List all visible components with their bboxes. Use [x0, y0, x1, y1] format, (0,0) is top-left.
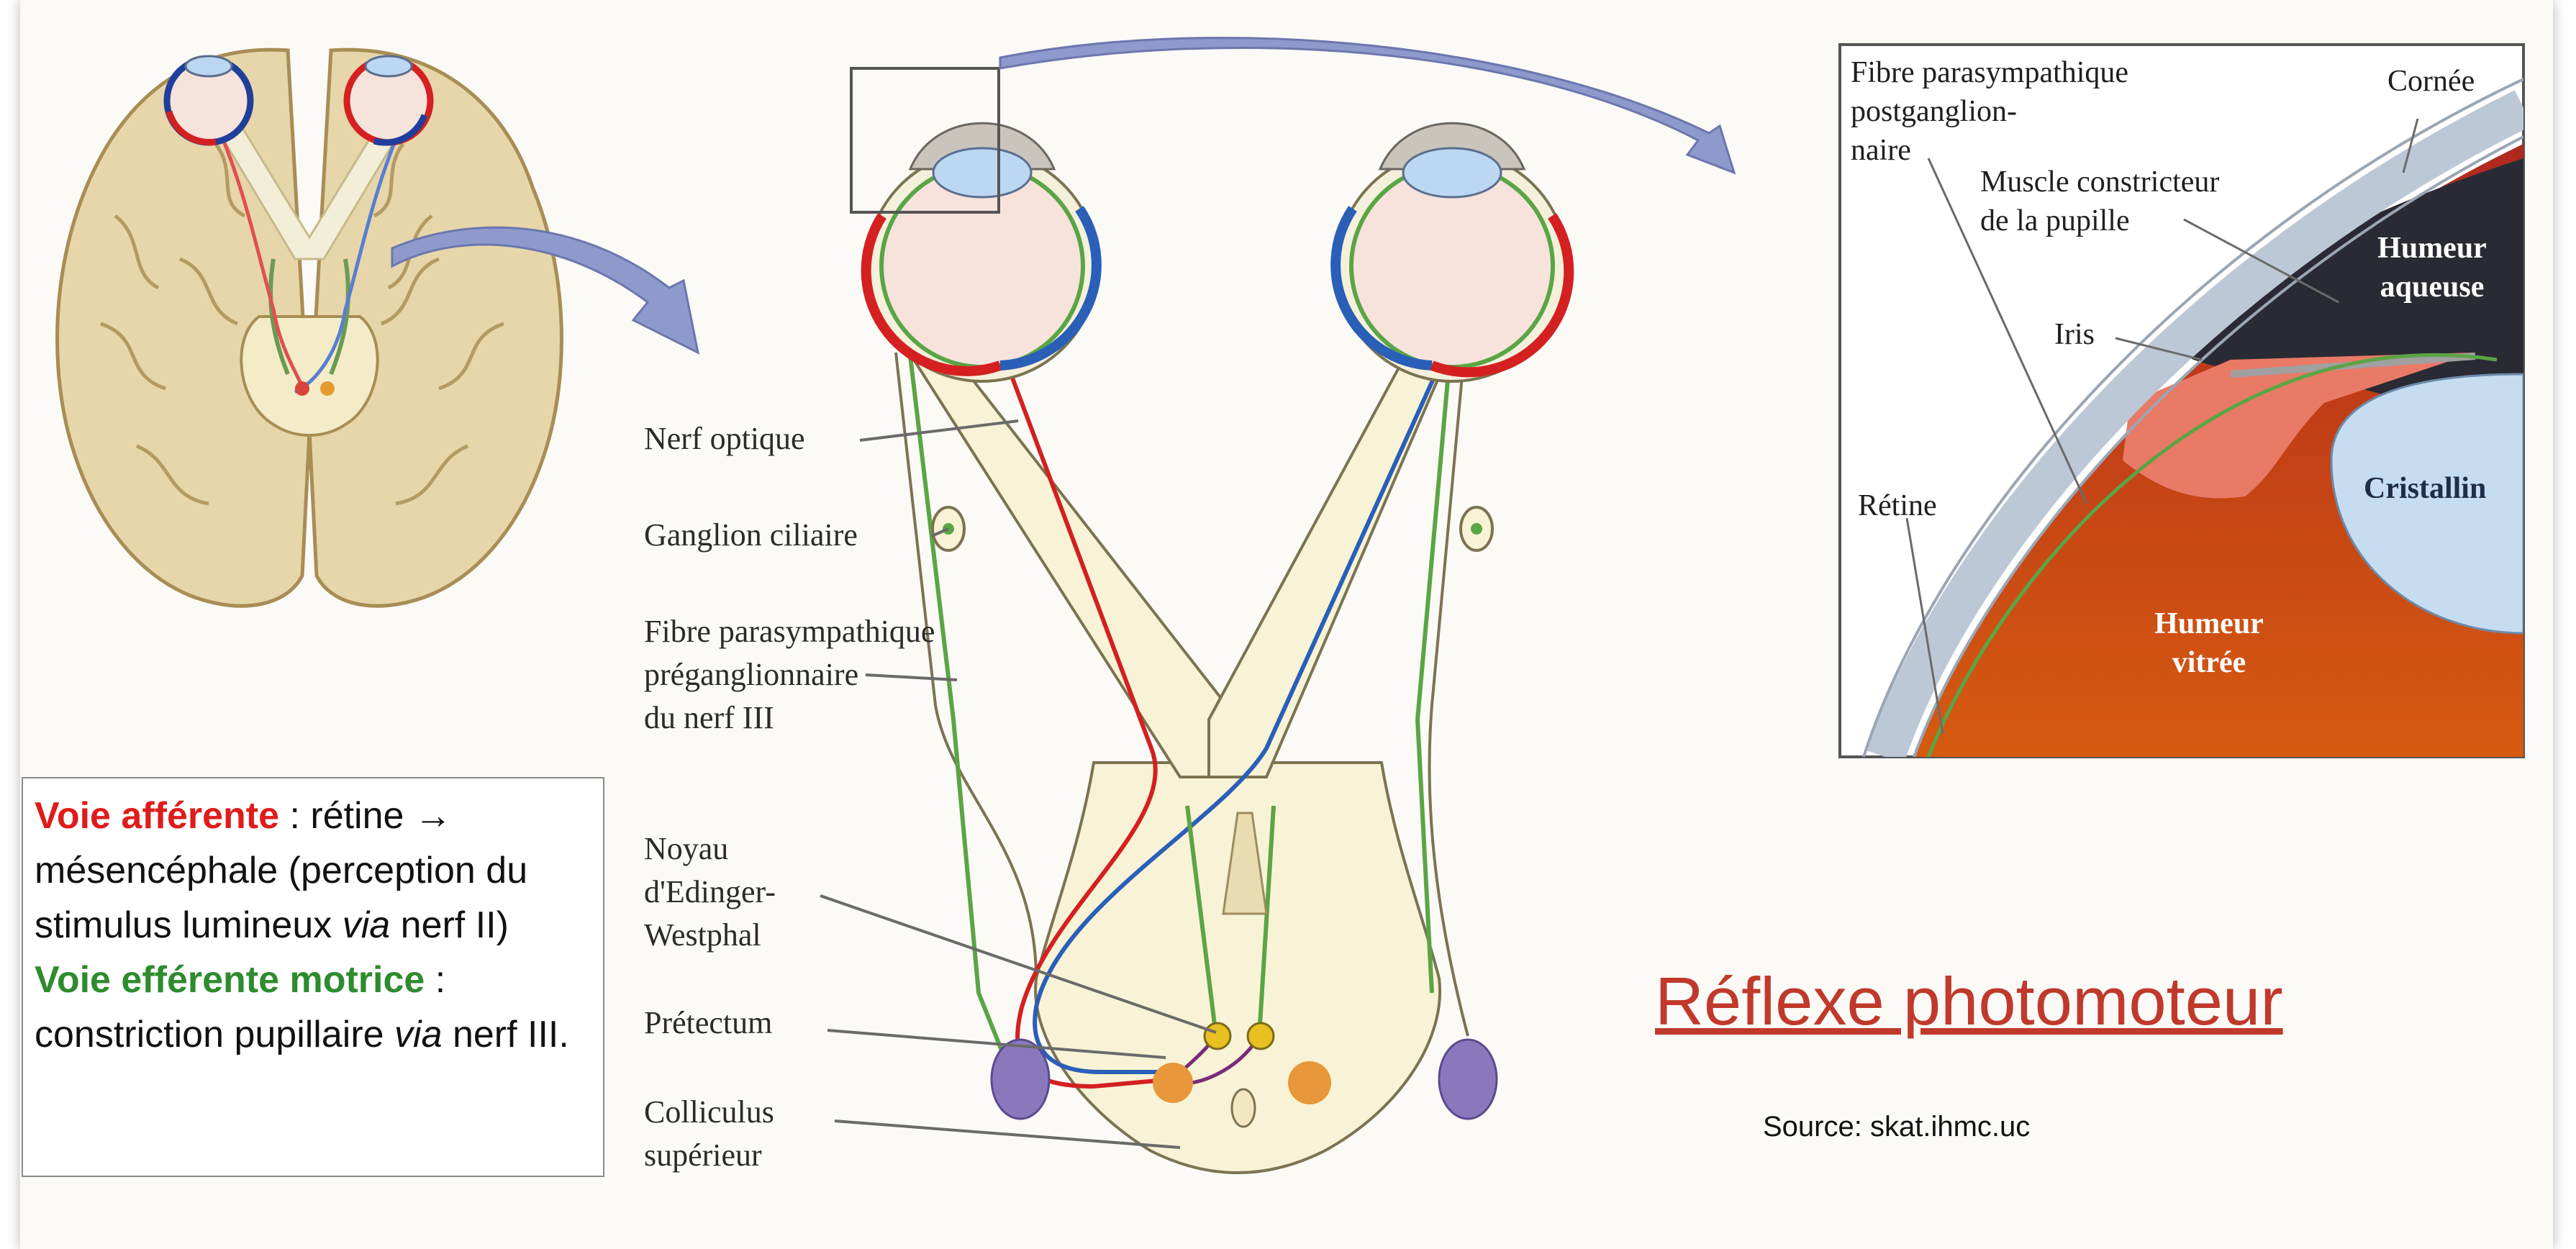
label-fibre-preganglionnaire: Fibre parasympathique préganglionnaire d… — [644, 610, 935, 740]
label-muscle-constricteur: Muscle constricteur de la pupille — [1980, 163, 2219, 240]
label-humeur-aqueuse: Humeur aqueuse — [2353, 229, 2511, 306]
label-humeur-vitree: Humeur vitrée — [2130, 604, 2288, 682]
label-nerf-optique: Nerf optique — [644, 417, 805, 460]
label-retine: Rétine — [1858, 486, 1937, 525]
label-fibre-postganglionnaire: Fibre parasympathique postganglion- nair… — [1851, 53, 2128, 170]
label-pretectum: Prétectum — [644, 1002, 772, 1045]
label-ganglion-ciliaire: Ganglion ciliaire — [644, 514, 858, 557]
label-iris: Iris — [2054, 315, 2095, 354]
efferent-text-2: nerf III. — [443, 1014, 569, 1055]
label-colliculus-superieur: Colliculus supérieur — [644, 1091, 774, 1177]
label-noyau-edinger-westphal: Noyau d'Edinger- Westphal — [644, 827, 776, 957]
zoom-arrow — [1000, 38, 1734, 173]
efferent-pathway-label: Voie efférente motrice — [35, 959, 425, 1001]
pathway-info-box: Voie afférente : rétine → mésencéphale (… — [22, 777, 604, 1177]
via-text-1: via — [343, 904, 390, 946]
label-cristallin: Cristallin — [2364, 469, 2486, 508]
label-cornee: Cornée — [2387, 62, 2475, 101]
via-text-2: via — [394, 1014, 442, 1055]
source-credit: Source: skat.ihmc.uc — [1763, 1111, 2030, 1143]
slide-title: Réflexe photomoteur — [1655, 963, 2283, 1040]
afferent-text-3: nerf II) — [390, 904, 509, 946]
afferent-text-1: : rétine — [279, 795, 414, 837]
afferent-pathway-label: Voie afférente — [35, 795, 279, 837]
brain-illustration — [58, 50, 562, 606]
arrow-icon: → — [414, 795, 452, 837]
